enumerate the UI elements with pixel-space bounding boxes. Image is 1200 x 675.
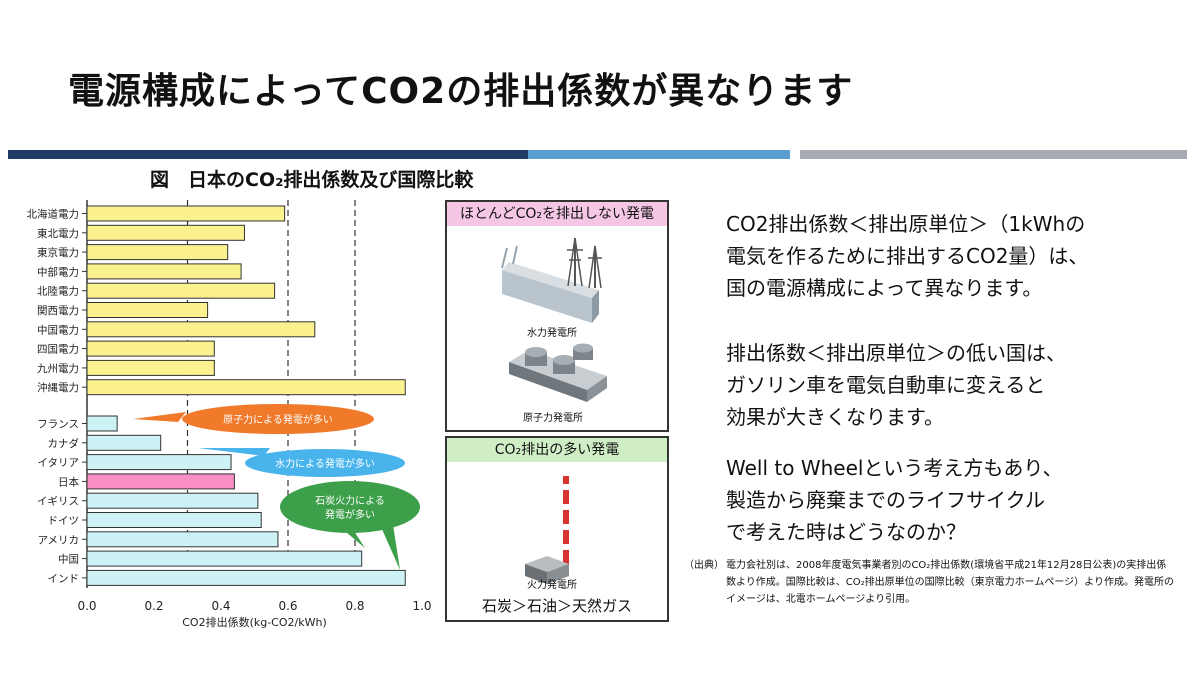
annotation-bubble-1: [245, 449, 405, 477]
header-band-blue: [528, 150, 790, 159]
category-label-2: 東京電力: [37, 246, 79, 259]
x-tick-label-4: 0.8: [345, 599, 364, 613]
category-label-12: イタリア: [37, 457, 79, 469]
paragraph-2: 排出係数＜排出原単位＞の低い国は、 ガソリン車を電気自動車に変えると 効果が大き…: [726, 341, 1066, 429]
thermal-plant-label: 火力発電所: [527, 580, 577, 591]
bar-15: [86, 512, 262, 528]
hydro-plant-label: 水力発電所: [527, 328, 577, 339]
annotation-pointer-2b: [378, 518, 400, 570]
bar-11: [86, 434, 162, 451]
annotation-text-2-line1: 石炭火力による: [315, 494, 385, 507]
annotation-bubble-2: [280, 481, 420, 533]
bar-0: [86, 205, 286, 222]
category-label-5: 関西電力: [37, 304, 79, 317]
bar-18: [86, 569, 406, 586]
x-tick-label-2: 0.4: [211, 599, 230, 613]
category-label-3: 中部電力: [37, 265, 79, 278]
category-label-7: 四国電力: [37, 343, 79, 356]
category-label-14: イギリス: [37, 496, 79, 508]
annotation-text-1: 水力による発電が多い: [275, 457, 375, 470]
category-label-8: 九州電力: [37, 362, 79, 375]
annotation-text-0: 原子力による発電が多い: [223, 413, 333, 426]
bar-8: [86, 359, 215, 376]
nuclear-plant-label: 原子力発電所: [523, 413, 583, 424]
panel-high-co2-title: CO₂排出の多い発電: [447, 438, 667, 462]
category-label-16: アメリカ: [38, 534, 79, 546]
fuel-ranking: 石炭＞石油＞天然ガス: [481, 597, 632, 615]
hydro-plant-illustration: [501, 237, 607, 402]
source-note: （出典） 電力会社別は、2008年度電気事業者別のCO₂排出係数(環境省平成21…: [684, 557, 1176, 608]
bar-2: [86, 244, 229, 261]
bar-14: [86, 492, 259, 509]
paragraph-3: Well to Wheelという考え方もあり、 製造から廃棄までのライフサイクル…: [726, 456, 1063, 544]
source-tag: （出典）: [684, 560, 724, 571]
source-text: 電力会社別は、2008年度電気事業者別のCO₂排出係数(環境省平成21年12月2…: [726, 560, 1174, 605]
category-label-13: 日本: [58, 475, 79, 488]
category-label-11: カナダ: [48, 437, 80, 450]
x-tick-label-5: 1.0: [412, 599, 431, 613]
bar-17: [86, 550, 363, 567]
bar-6: [86, 321, 316, 338]
header-band-gray: [800, 150, 1187, 159]
thermal-plant-illustration: [525, 476, 569, 584]
category-label-6: 中国電力: [37, 323, 79, 336]
panel-low-co2-title: ほとんどCO₂を排出しない発電: [447, 202, 667, 226]
bar-10: [86, 415, 118, 432]
paragraph-1: CO2排出係数＜排出原単位＞（1kWhの 電気を作るために排出するCO2量）は、…: [726, 212, 1089, 300]
bar-13: [86, 473, 235, 490]
slide-title: 電源構成によってCO2の排出係数が異なります: [68, 71, 854, 112]
annotation-pointer-1: [198, 448, 270, 456]
figure-caption: 図 日本のCO₂排出係数及び国際比較: [150, 169, 474, 191]
x-tick-label-0: 0.0: [77, 599, 96, 613]
x-axis-label: CO2排出係数(kg-CO2/kWh): [182, 615, 327, 629]
category-label-9: 沖縄電力: [37, 381, 79, 394]
header-band-navy: [8, 150, 528, 159]
annotation-bubble-0: [182, 404, 374, 434]
category-label-17: 中国: [58, 553, 79, 566]
category-label-4: 北陸電力: [37, 285, 79, 298]
panel-low-co2: ほとんどCO₂を排出しない発電 水力発電所 原子力発電所: [445, 200, 669, 432]
bar-5: [86, 302, 209, 318]
bar-12: [86, 454, 232, 471]
category-label-1: 東北電力: [37, 227, 79, 240]
co2-bar-chart: 北海道電力東北電力東京電力中部電力北陸電力関西電力中国電力四国電力九州電力沖縄電…: [27, 200, 432, 629]
panel-high-co2: CO₂排出の多い発電 火力発電所 石炭＞石油＞天然ガス: [445, 436, 669, 622]
bar-9: [86, 379, 406, 396]
bar-16: [86, 531, 279, 548]
bar-7: [86, 340, 215, 357]
annotation-pointer-0: [133, 412, 186, 422]
category-label-15: ドイツ: [48, 515, 80, 527]
bar-4: [86, 282, 276, 299]
bar-3: [86, 263, 242, 280]
x-tick-label-1: 0.2: [144, 599, 163, 613]
annotation-text-2-line2: 発電が多い: [325, 508, 375, 521]
x-tick-label-3: 0.6: [278, 599, 297, 613]
category-label-18: インド: [48, 573, 80, 585]
category-label-10: フランス: [37, 419, 79, 431]
category-label-0: 北海道電力: [27, 208, 80, 221]
bar-1: [86, 224, 245, 241]
